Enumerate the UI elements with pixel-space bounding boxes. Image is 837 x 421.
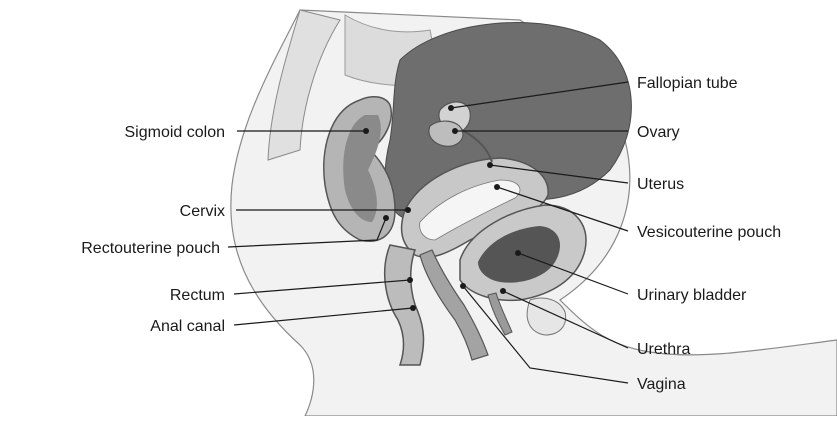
dot-vagina [460,283,466,289]
label-uterus: Uterus [637,176,684,193]
label-rectum: Rectum [170,287,225,304]
dot-rectouterine-pouch [383,215,389,221]
dot-fallopian-tube [448,105,454,111]
label-vesicouterine-pouch: Vesicouterine pouch [637,224,781,241]
label-anal-canal: Anal canal [150,318,225,335]
dot-ovary [452,128,458,134]
label-vagina: Vagina [637,376,686,393]
dot-vesicouterine-pouch [494,184,500,190]
dot-urinary-bladder [515,250,521,256]
label-urinary-bladder: Urinary bladder [637,287,747,304]
dot-urethra [500,288,506,294]
dot-anal-canal [410,305,416,311]
dot-sigmoid-colon [363,128,369,134]
label-ovary: Ovary [637,124,680,141]
dot-rectum [407,277,413,283]
dot-cervix [405,207,411,213]
label-fallopian-tube: Fallopian tube [637,75,738,92]
label-cervix: Cervix [180,203,225,220]
dot-uterus [487,162,493,168]
pelvis-illustration [231,10,837,416]
label-sigmoid-colon: Sigmoid colon [125,124,226,141]
right-labels: Fallopian tube Ovary Uterus Vesicouterin… [637,75,781,393]
label-rectouterine-pouch: Rectouterine pouch [81,240,220,257]
label-urethra: Urethra [637,341,690,358]
left-labels: Sigmoid colon Cervix Rectouterine pouch … [81,124,225,335]
